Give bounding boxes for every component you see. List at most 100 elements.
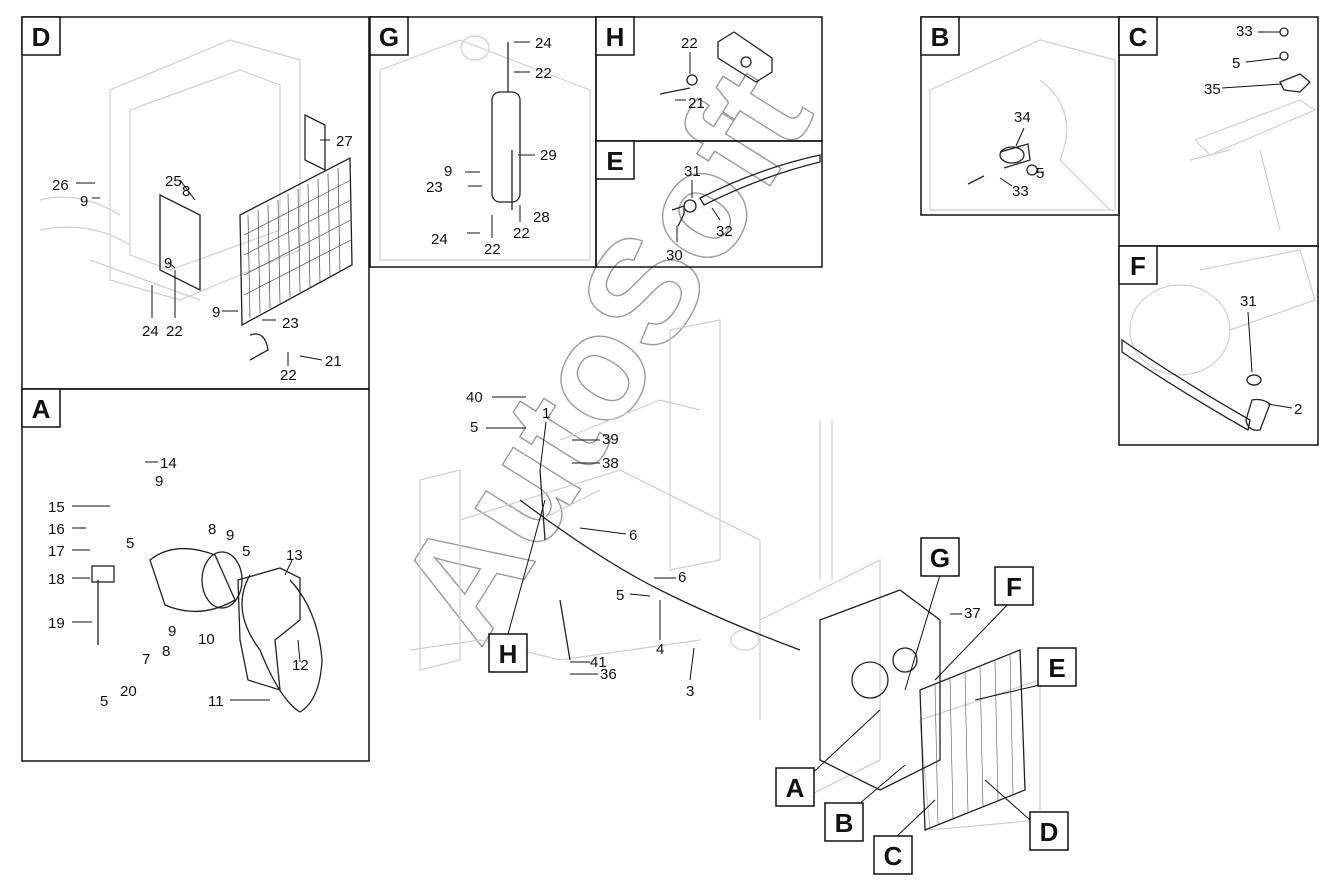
part-label: 39 — [602, 431, 619, 448]
part-label: 8 — [182, 183, 190, 200]
part-label: 3 — [686, 683, 694, 700]
part-label: 9 — [80, 193, 88, 210]
part-label: 24 — [535, 35, 552, 52]
part-label: 13 — [286, 547, 303, 564]
part-label: 5 — [100, 693, 108, 710]
part-label: 16 — [48, 521, 65, 538]
part-label: 24 — [431, 231, 448, 248]
part-label: 9 — [212, 304, 220, 321]
part-label: 2 — [1294, 401, 1302, 418]
watermark: AutoSoft — [365, 41, 843, 667]
part-label: 35 — [1204, 81, 1221, 98]
part-label: 34 — [1014, 109, 1031, 126]
part-label: 9 — [444, 163, 452, 180]
part-label: 5 — [1036, 165, 1044, 182]
callout-f: F — [994, 566, 1034, 606]
part-label: 1 — [542, 405, 550, 422]
svg-text:F: F — [1006, 572, 1022, 602]
part-label: 5 — [1232, 55, 1240, 72]
panel-label: B — [931, 22, 950, 52]
part-label: 6 — [629, 527, 637, 544]
part-label: 22 — [484, 241, 501, 258]
panel-d: D — [21, 16, 370, 390]
part-label: 38 — [602, 455, 619, 472]
part-label: 21 — [688, 95, 705, 112]
part-label: 5 — [470, 419, 478, 436]
panel-label: F — [1130, 251, 1146, 281]
part-label: 22 — [535, 65, 552, 82]
part-label: 12 — [292, 657, 309, 674]
part-label: 8 — [208, 521, 216, 538]
panel-label: C — [1129, 22, 1148, 52]
part-label: 22 — [166, 323, 183, 340]
part-label: 31 — [684, 163, 701, 180]
part-label: 31 — [1240, 293, 1257, 310]
part-label: 17 — [48, 543, 65, 560]
part-label: 22 — [681, 35, 698, 52]
panel-g: G 24 22 29 9 23 28 24 22 22 — [369, 16, 597, 268]
panel-b: B 34 5 33 — [920, 16, 1120, 216]
panel-c: C 33 5 35 — [1118, 16, 1319, 247]
callout-d: D — [1029, 811, 1069, 851]
part-label: 33 — [1236, 23, 1253, 40]
svg-text:H: H — [499, 639, 518, 669]
panel-label: E — [606, 146, 623, 176]
part-label: 5 — [126, 535, 134, 552]
svg-text:C: C — [884, 841, 903, 871]
part-label: 9 — [164, 255, 172, 272]
svg-text:B: B — [835, 808, 854, 838]
part-label: 20 — [120, 683, 137, 700]
part-label: 24 — [142, 323, 159, 340]
part-label: 7 — [142, 651, 150, 668]
part-label: 40 — [466, 389, 483, 406]
part-label: 9 — [226, 527, 234, 544]
part-label: 29 — [540, 147, 557, 164]
part-label: 11 — [208, 693, 224, 710]
svg-text:D: D — [1040, 817, 1059, 847]
callout-b: B — [824, 802, 864, 842]
panel-label: H — [606, 22, 625, 52]
part-label: 23 — [426, 179, 443, 196]
part-label: 14 — [160, 455, 177, 472]
panel-label: G — [379, 22, 399, 52]
callout-c: C — [873, 835, 913, 875]
callout-g: G — [920, 537, 960, 577]
callout-a: A — [775, 767, 815, 807]
part-label: 25 — [165, 173, 182, 190]
part-label: 9 — [155, 473, 163, 490]
part-label: 22 — [513, 225, 530, 242]
part-label: 4 — [656, 641, 664, 658]
part-label: 9 — [168, 623, 176, 640]
part-label: 5 — [242, 543, 250, 560]
part-label: 21 — [325, 353, 342, 370]
part-label: 19 — [48, 615, 65, 632]
part-label: 5 — [616, 587, 624, 604]
callout-h: H — [488, 633, 528, 673]
part-label: 15 — [48, 499, 65, 516]
part-label: 36 — [600, 666, 617, 683]
part-label: 30 — [666, 247, 683, 264]
part-label: 10 — [198, 631, 215, 648]
part-label: 23 — [282, 315, 299, 332]
part-label: 32 — [716, 223, 733, 240]
part-label: 37 — [964, 605, 981, 622]
part-label: 27 — [336, 133, 353, 150]
part-label: 33 — [1012, 183, 1029, 200]
svg-text:G: G — [930, 543, 950, 573]
panel-e: E 31 30 32 — [595, 140, 823, 268]
part-label: 22 — [280, 367, 297, 384]
callout-e: E — [1037, 647, 1077, 687]
part-label: 26 — [52, 177, 69, 194]
main-view: 40 5 1 39 38 6 6 5 4 41 36 3 37 H G — [409, 319, 1077, 875]
part-label: 6 — [678, 569, 686, 586]
svg-text:A: A — [786, 773, 805, 803]
part-label: 41 — [590, 654, 607, 671]
panel-label: A — [32, 394, 51, 424]
part-label: 18 — [48, 571, 65, 588]
svg-text:E: E — [1048, 653, 1065, 683]
panel-a: A 14 9 15 16 17 18 19 5 8 9 — [21, 388, 370, 762]
panel-f: F 31 2 — [1118, 245, 1319, 446]
panel-label: D — [32, 22, 51, 52]
part-label: 28 — [533, 209, 550, 226]
